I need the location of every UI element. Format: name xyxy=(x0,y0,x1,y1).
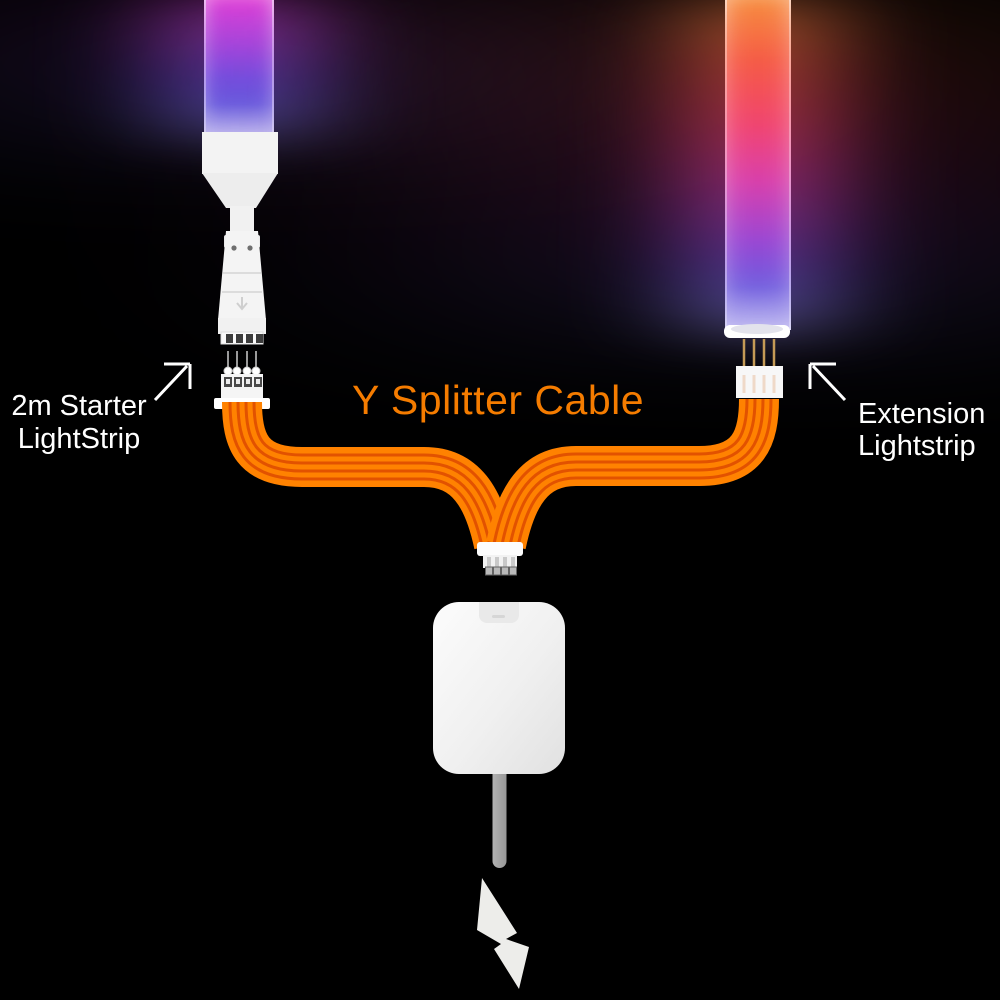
plug-prong xyxy=(492,760,507,868)
connector-taper xyxy=(202,173,278,208)
plug-body xyxy=(218,231,266,320)
connector-pins xyxy=(227,351,257,368)
connector-head xyxy=(202,132,278,174)
socket-slots xyxy=(742,375,776,393)
adapter-port-slot xyxy=(492,615,505,618)
extension-label-line2: Lightstrip xyxy=(858,430,976,462)
starter-lightstrip-glow xyxy=(204,0,274,134)
y-splitter-cable xyxy=(222,398,779,550)
y-cable-right-branch xyxy=(486,398,779,550)
starter-label-line1: 2m Starter xyxy=(11,390,147,422)
y-cable-left-branch xyxy=(222,401,514,550)
socket-holes xyxy=(224,377,262,387)
gold-pins xyxy=(742,339,776,368)
y-cable-center-connector xyxy=(477,542,523,576)
pin-sockets xyxy=(223,366,261,376)
male-pin-squares xyxy=(226,334,263,343)
extension-label-line1: Extension xyxy=(858,398,986,430)
screw-dot xyxy=(247,245,253,251)
starter-label-line2: LightStrip xyxy=(17,423,141,455)
starter-lightstrip-label: 2m Starter LightStrip xyxy=(4,390,154,456)
connector-body xyxy=(483,555,517,568)
arrow-up-right-icon xyxy=(153,362,192,402)
extension-lightstrip-glow xyxy=(725,0,791,330)
strip-end-inner xyxy=(731,324,783,334)
adapter-body xyxy=(433,602,565,774)
pin-housing xyxy=(218,318,266,334)
lightning-bolt-icon xyxy=(477,878,529,989)
screw-dot xyxy=(231,245,237,251)
extension-strip-connector xyxy=(724,324,790,398)
adapter-port-notch xyxy=(479,602,519,623)
connector-neck xyxy=(230,206,254,234)
diagram-title: Y Splitter Cable xyxy=(351,377,645,423)
connector-cap xyxy=(477,542,523,556)
extension-lightstrip-label: Extension Lightstrip xyxy=(858,398,998,462)
arrow-up-left-icon xyxy=(808,362,847,402)
plug-direction-arrow-icon xyxy=(236,297,248,311)
starter-strip-connector xyxy=(202,132,278,376)
metal-pins xyxy=(485,557,517,576)
power-adapter xyxy=(433,602,565,868)
